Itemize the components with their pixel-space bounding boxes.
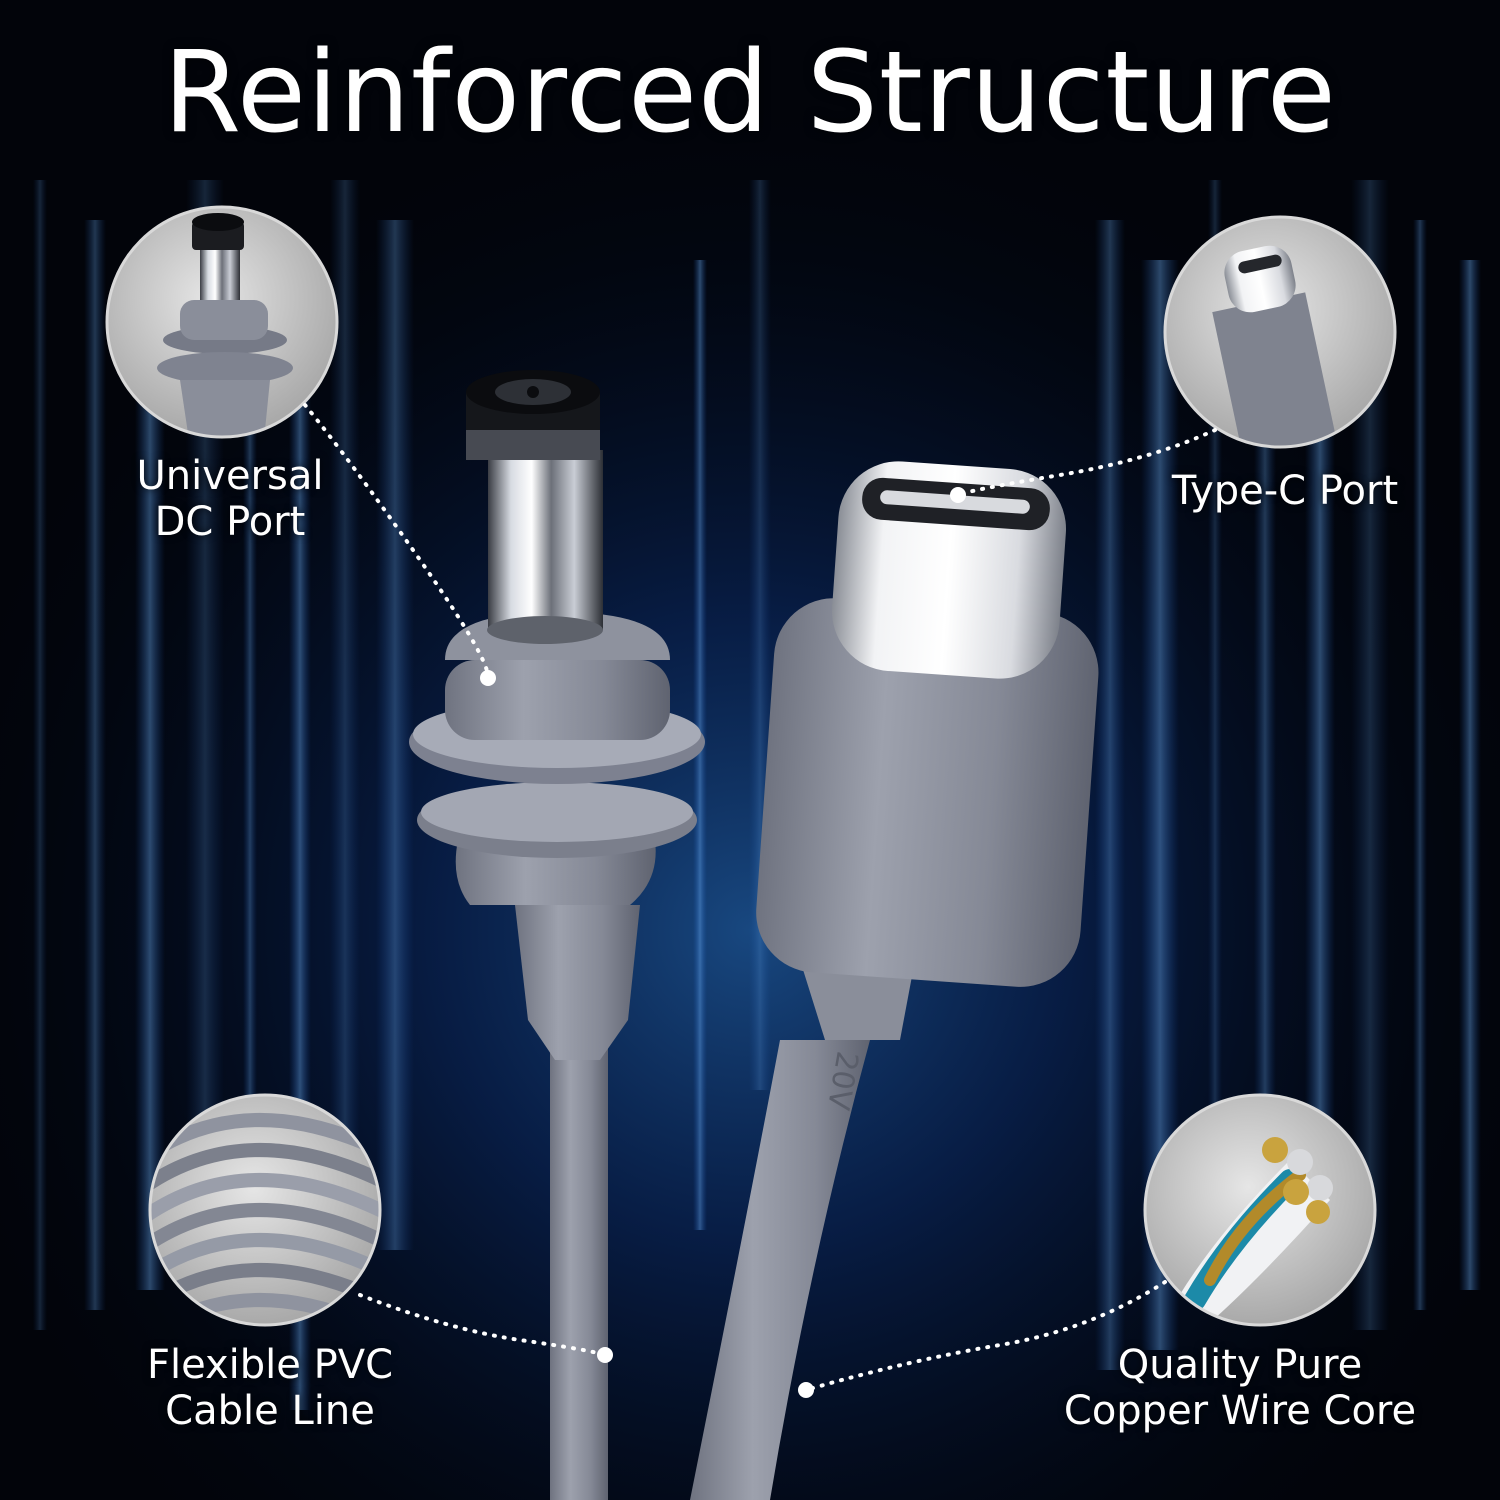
inset-typec-port <box>1163 215 1397 449</box>
light-streak <box>135 260 165 1290</box>
leader-lines <box>303 403 1217 1392</box>
light-streak <box>1254 220 1276 1190</box>
inset-copper-core <box>1143 1093 1377 1327</box>
light-streak <box>1208 180 1222 1210</box>
label-copper-core-line2: Copper Wire Core <box>1063 1388 1417 1434</box>
label-pvc-cable-line1: Flexible PVC <box>146 1342 394 1388</box>
dc-connector <box>409 370 705 1500</box>
light-streak <box>243 220 257 1130</box>
label-typec-port: Type-C Port <box>1140 468 1430 514</box>
label-copper-core: Quality Pure Copper Wire Core <box>1020 1342 1460 1434</box>
label-dc-port-line1: Universal <box>136 453 324 499</box>
label-dc-port-line2: DC Port <box>154 499 306 545</box>
typec-connector: 20V <box>690 461 1099 1500</box>
inset-dc-port <box>105 205 339 439</box>
label-dc-port: Universal DC Port <box>100 453 360 545</box>
label-pvc-cable: Flexible PVC Cable Line <box>100 1342 440 1434</box>
light-streak <box>84 220 106 1310</box>
label-copper-core-line1: Quality Pure <box>1117 1342 1363 1388</box>
light-streak <box>330 180 360 1270</box>
light-streak <box>1095 220 1125 1370</box>
page-title: Reinforced Structure <box>163 28 1337 158</box>
light-streak <box>1413 220 1427 1310</box>
light-streak <box>749 180 771 1090</box>
light-streak <box>33 180 47 1330</box>
light-streak <box>1459 260 1481 1290</box>
leader-dots <box>480 487 966 1398</box>
label-pvc-cable-line2: Cable Line <box>165 1388 375 1434</box>
light-streak <box>376 220 414 1250</box>
label-typec-port-line1: Type-C Port <box>1171 468 1399 514</box>
